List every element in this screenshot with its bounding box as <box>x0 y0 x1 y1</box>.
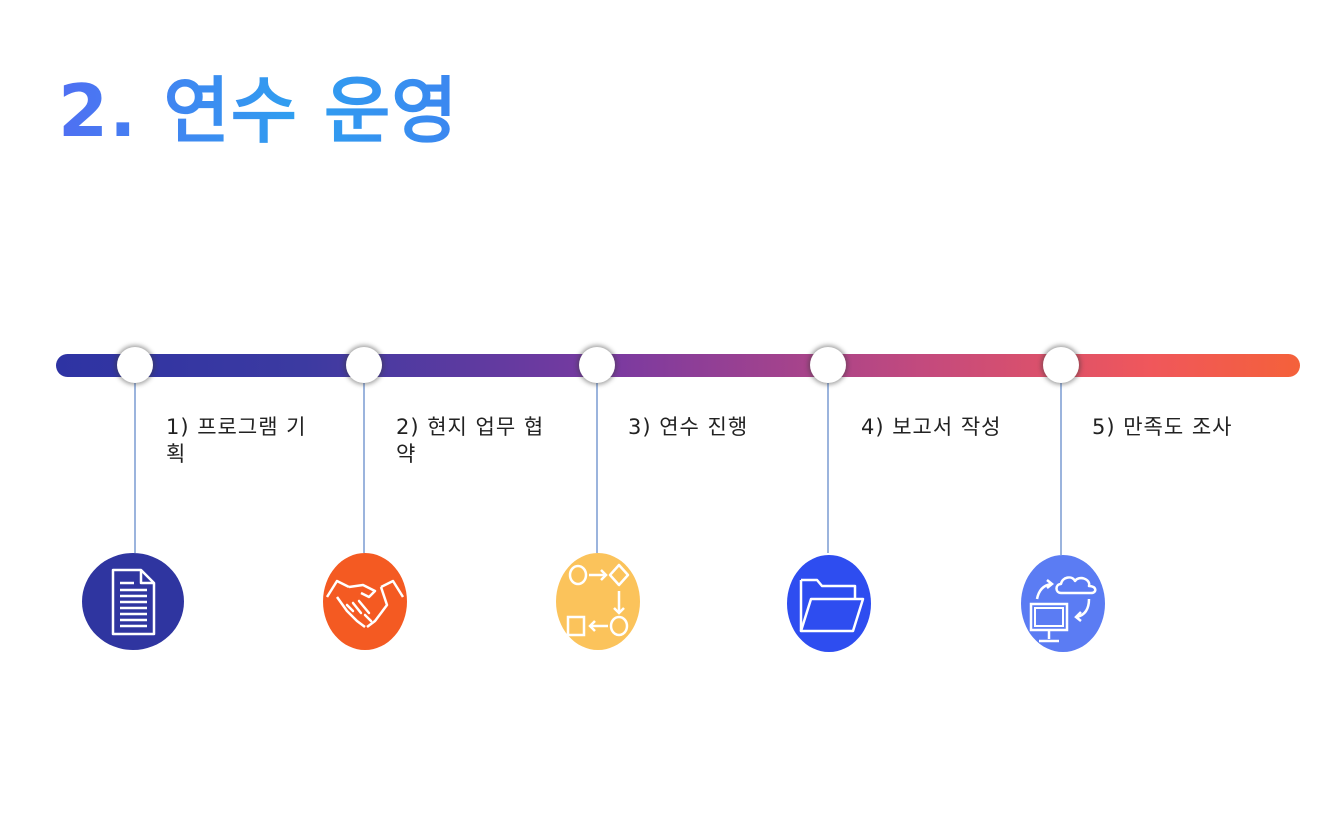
step-label-3: 3) 연수 진행 <box>628 415 749 439</box>
folder-icon <box>787 555 871 652</box>
timeline-node-4 <box>810 347 846 383</box>
timeline-node-3 <box>579 347 615 383</box>
timeline-stem-3 <box>596 383 598 553</box>
step-label-5: 5) 만족도 조사 <box>1092 415 1233 439</box>
step-label-4: 4) 보고서 작성 <box>861 415 1002 439</box>
timeline-stem-4 <box>827 383 829 553</box>
step-label-2: 2) 현지 업무 협약 <box>396 415 545 466</box>
timeline-node-1 <box>117 347 153 383</box>
timeline-stem-5 <box>1060 383 1062 555</box>
step-label-1: 1) 프로그램 기획 <box>166 415 307 466</box>
cloud-computer-icon <box>1021 555 1105 652</box>
timeline-stem-2 <box>363 383 365 553</box>
timeline-node-5 <box>1043 347 1079 383</box>
process-flow-icon <box>556 553 640 650</box>
page-title: 2. 연수 운영 <box>58 69 459 153</box>
document-icon <box>82 553 184 650</box>
timeline-bar <box>56 354 1300 377</box>
timeline-node-2 <box>346 347 382 383</box>
timeline-stem-1 <box>134 383 136 553</box>
handshake-icon <box>323 553 407 650</box>
